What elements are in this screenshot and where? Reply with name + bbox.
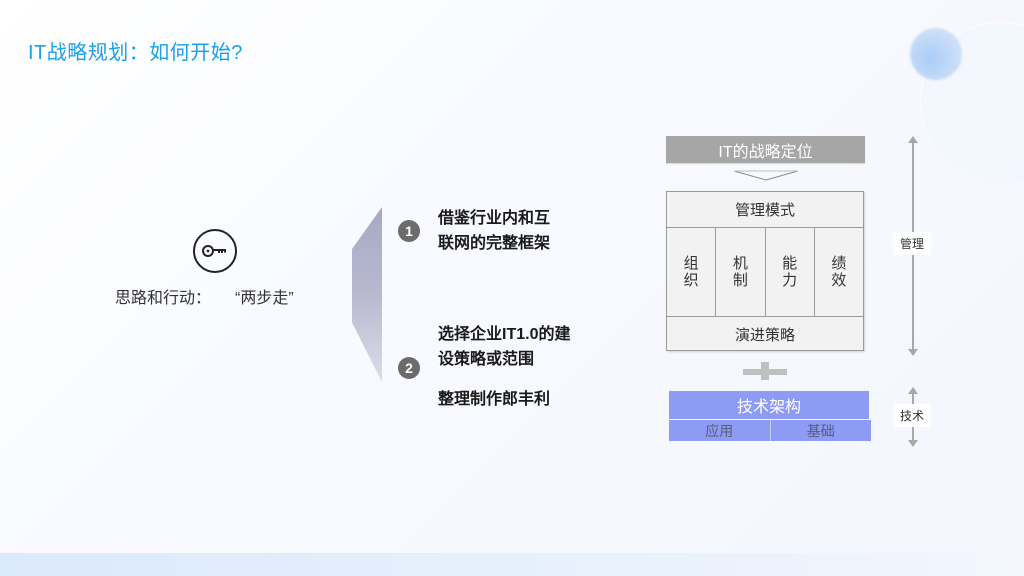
step-1-line2: 联网的完整框架 [438,235,551,252]
management-model-title: 管理模式 [667,192,863,228]
decorative-bubble [910,28,962,80]
arrow-up-icon [908,387,918,394]
management-label: 管理 [893,232,932,255]
caption-text: 思路和行动： [115,290,212,307]
tech-application: 应用 [669,420,771,441]
tech-architecture-sub: 应用 基础 [669,420,871,441]
management-model-box: 管理模式 组织 机制 能力 绩效 演进策略 [666,191,864,351]
step-1-line1: 借鉴行业内和互 [438,210,551,227]
step-2-line2: 设策略或范围 [438,351,535,368]
left-caption: 思路和行动： “两步走” [115,284,294,308]
credit-text: 整理制作郎丰利 [438,391,551,408]
arrow-up-icon [908,136,918,143]
key-icon [193,229,237,273]
arrow-down-icon [908,349,918,356]
bracket-shape [352,207,382,382]
column-organization: 组织 [667,228,717,316]
arrow-down-icon [908,440,918,447]
column-mechanism: 机制 [716,228,766,316]
step-1-badge: 1 [398,220,420,242]
page-title: IT战略规划：如何开始? [28,42,243,64]
plus-icon [743,362,787,380]
footer-bar [0,553,1024,576]
evolution-strategy: 演进策略 [734,326,795,344]
management-columns: 组织 机制 能力 绩效 [667,228,863,317]
column-capability: 能力 [766,228,815,316]
chevron-down-icon [733,170,799,181]
strategy-position-header: IT的战略定位 [666,136,865,163]
tech-infrastructure: 基础 [770,420,871,441]
tech-architecture-header: 技术架构 [669,391,869,419]
step-2-line1: 选择企业IT1.0的建 [438,326,571,343]
step-1-text: 借鉴行业内和互 联网的完整框架 [438,206,550,256]
tech-label: 技术 [893,404,932,427]
step-2-text: 选择企业IT1.0的建 设策略或范围 [438,322,570,372]
step-2-badge: 2 [398,357,420,379]
caption-quote: “两步走” [235,290,294,307]
column-performance: 绩效 [831,255,847,289]
